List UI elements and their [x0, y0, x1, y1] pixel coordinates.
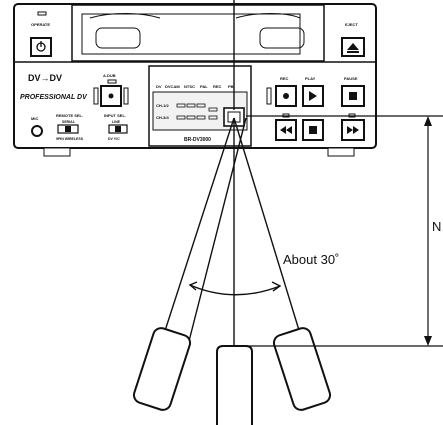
remote-center: [216, 345, 253, 425]
professional-dv-logo: PROFESSIONAL DV: [20, 94, 88, 101]
mic-label: MIC: [31, 116, 38, 121]
play-label: PLAY: [305, 76, 316, 81]
ch12-label: CH-1/2: [156, 103, 169, 108]
adub-led: [107, 79, 117, 84]
display-tag-dvcam: DVCAM: [165, 84, 180, 89]
remote-controls: [132, 327, 332, 425]
cassette-slot-inner: [81, 13, 301, 55]
arc-arrow-left: [188, 281, 198, 291]
beam-lines: [161, 0, 303, 346]
rec-label: REC: [280, 76, 289, 81]
display-tag-pal: PAL: [200, 84, 208, 89]
meter-ch12-3: [196, 103, 206, 108]
model-label: BR-DV3000: [184, 137, 211, 143]
pause-label: PAUSE: [344, 76, 358, 81]
display-tag-rec: REC: [213, 84, 222, 89]
meter-extra-2: [208, 115, 218, 120]
input-sel-label: INPUT SEL.: [104, 113, 126, 118]
pause-icon: [349, 92, 357, 100]
cassette-slot-frame: [71, 4, 325, 62]
rewind-icon: [280, 126, 292, 134]
input-sel-knob: [115, 126, 121, 132]
adub-icon: [108, 93, 114, 99]
angle-label: About 30˚: [283, 252, 339, 267]
arc-arrow-right: [271, 281, 282, 292]
remote-sel-label: REMOTE SEL.: [56, 113, 83, 118]
mic-jack[interactable]: [31, 125, 43, 137]
adub-bar-right: [123, 87, 129, 105]
play-icon: [309, 91, 317, 101]
eject-icon-bar: [347, 51, 359, 53]
angle-arc: [189, 284, 281, 296]
fast-forward-icon: [347, 126, 359, 134]
deck-labels: OPERATE EJECT DV→DV PROFESSIONAL DV A.DU…: [20, 22, 358, 143]
display-tag-pb: PB: [228, 84, 234, 89]
ch34-label: CH-3/4: [156, 115, 169, 120]
remote-sel-knob: [65, 126, 71, 132]
beam-left: [161, 117, 235, 341]
cassette-recess-right: [259, 27, 305, 49]
operate-led: [37, 11, 47, 16]
operate-label: OPERATE: [31, 22, 50, 27]
meter-ch34-1: [176, 115, 186, 120]
meter-ch12-2: [186, 103, 196, 108]
dimension-arrow-bottom: [424, 336, 432, 346]
meter-ch12-1: [176, 103, 186, 108]
distance-dimension: [246, 115, 443, 347]
cassette-recess-left: [95, 27, 141, 49]
meter-extra-1: [208, 107, 218, 112]
input-opts-label: DV Y/C: [108, 137, 120, 141]
deck-foot-left: [43, 147, 71, 157]
eject-label: EJECT: [345, 22, 358, 27]
distance-label: N: [432, 219, 441, 234]
beam-secondary: [187, 117, 247, 346]
dv-logo: DV→DV: [28, 73, 62, 83]
rec-bar-left: [266, 87, 272, 105]
cassette-door-left: [89, 13, 161, 19]
input-line-label: LINE: [112, 120, 121, 124]
dimension-arrow-top: [424, 116, 432, 126]
vcr-deck: [13, 3, 377, 157]
remote-opts-label: 9PIN WIRELESS: [56, 137, 84, 141]
display-tag-ntsc: NTSC: [184, 84, 195, 89]
meter-ch34-2: [186, 115, 196, 120]
cassette-door-right: [235, 13, 301, 19]
deck-foot-right: [327, 147, 355, 157]
distance-label-bg: [431, 219, 443, 235]
meter-ch34-3: [196, 115, 206, 120]
remote-serial-label: SERIAL: [62, 120, 76, 124]
stop-icon: [309, 126, 317, 134]
eject-icon: [347, 43, 359, 50]
beam-right: [233, 117, 303, 341]
display-tag-dv: DV: [156, 84, 162, 89]
remote-left: [132, 327, 192, 411]
adub-label: A.DUB: [103, 73, 116, 78]
adub-bar-left: [93, 87, 99, 105]
remote-right: [272, 327, 332, 411]
record-icon: [283, 93, 289, 99]
